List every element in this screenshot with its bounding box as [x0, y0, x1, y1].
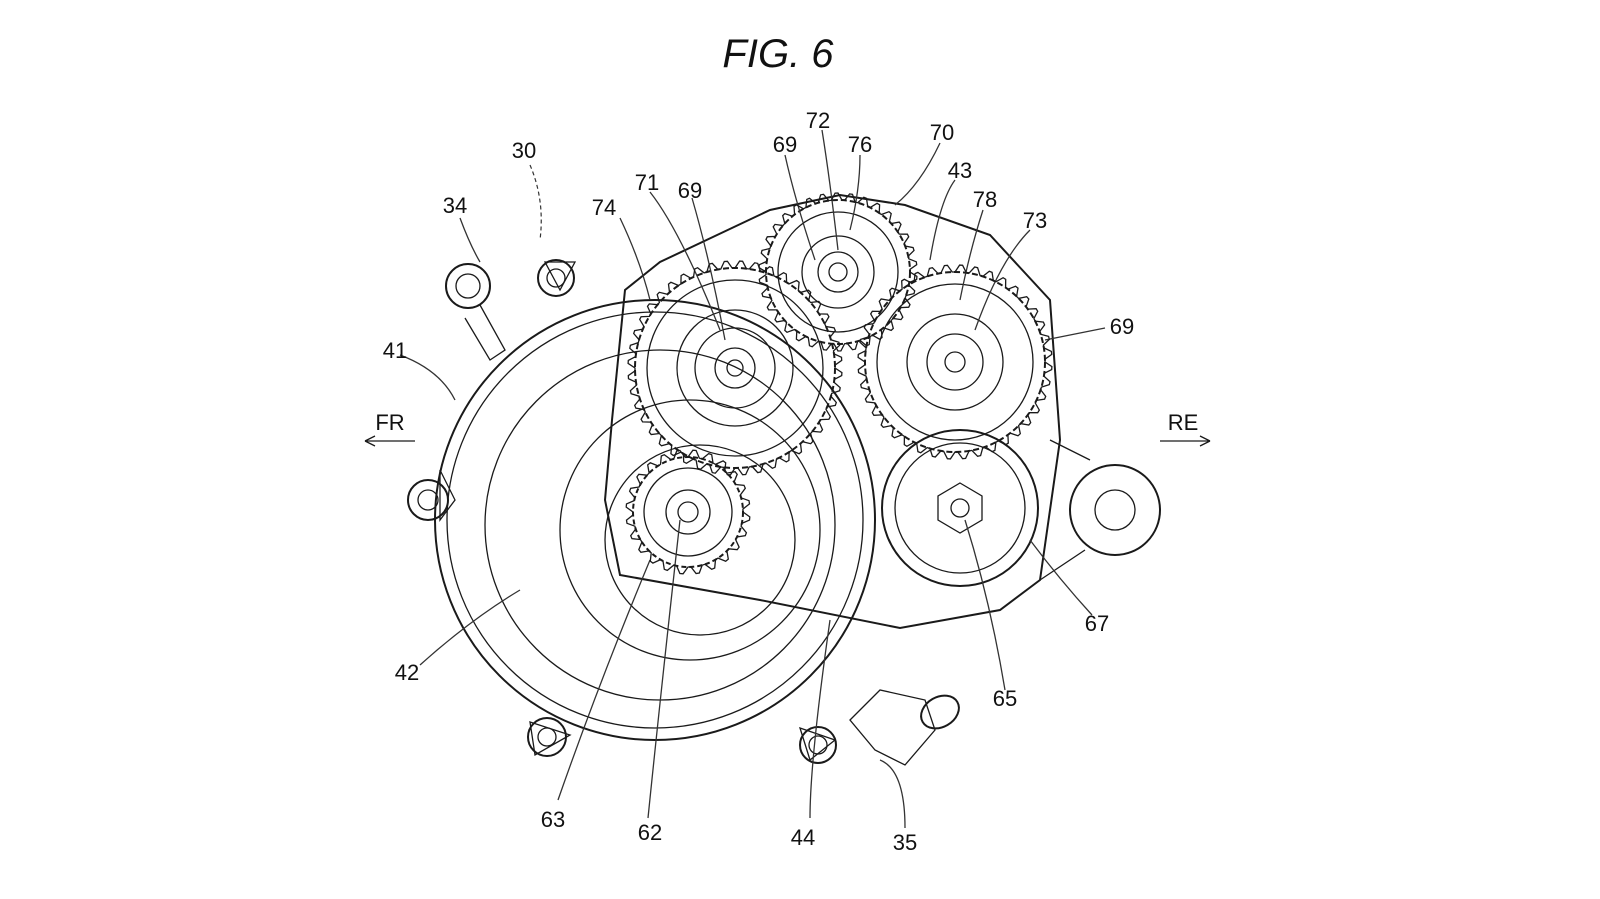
ref-44: 44 [791, 825, 815, 850]
rear-direction-arrow [1160, 435, 1211, 447]
drive-unit-housing [407, 259, 876, 764]
ref-69-left: 69 [678, 178, 702, 203]
ref-41: 41 [383, 338, 407, 363]
figure-title: FIG. 6 [722, 32, 834, 76]
ref-63: 63 [541, 807, 565, 832]
gear-71-teeth [627, 260, 843, 476]
gear-73-teeth [857, 264, 1053, 460]
gear-62-teeth [625, 449, 751, 575]
ref-76: 76 [848, 132, 872, 157]
ref-71: 71 [635, 170, 659, 195]
pipe-fitting-35 [849, 689, 960, 766]
ref-69-right: 69 [1110, 314, 1134, 339]
gear-73 [864, 271, 1046, 453]
leader-lines [399, 129, 1106, 829]
gear-72-teeth [758, 192, 918, 352]
gear-cover-outline [603, 193, 1062, 630]
ref-43: 43 [948, 158, 972, 183]
pipe-fitting-34 [445, 263, 506, 361]
ref-70: 70 [930, 120, 954, 145]
ref-67: 67 [1085, 611, 1109, 636]
ref-74: 74 [592, 195, 616, 220]
ref-72: 72 [806, 108, 830, 133]
ref-42: 42 [395, 660, 419, 685]
rear-direction-label: RE [1168, 410, 1199, 435]
ref-62: 62 [638, 820, 662, 845]
ref-34: 34 [443, 193, 467, 218]
ref-78: 78 [973, 187, 997, 212]
gear-71 [634, 267, 836, 469]
pulley-67 [881, 429, 1039, 587]
ref-30: 30 [512, 138, 536, 163]
ref-65: 65 [993, 686, 1017, 711]
ref-69-top: 69 [773, 132, 797, 157]
rear-mount-bracket [1039, 439, 1161, 581]
front-direction-label: FR [375, 410, 404, 435]
front-direction-arrow [364, 435, 415, 447]
ref-73: 73 [1023, 208, 1047, 233]
ref-35: 35 [893, 830, 917, 855]
